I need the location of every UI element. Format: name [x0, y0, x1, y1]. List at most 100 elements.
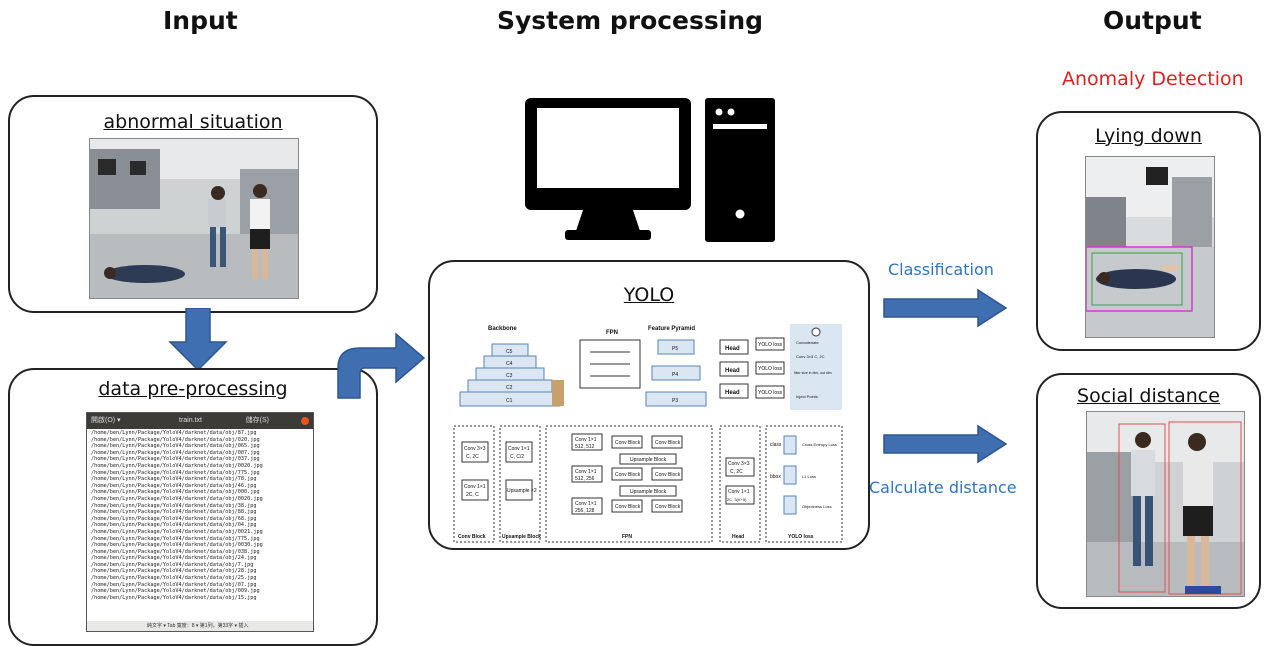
feature-pyramid-title: Feature Pyramid — [648, 326, 695, 332]
output-header: Output — [1103, 6, 1202, 35]
terminal-title: train.txt — [179, 417, 202, 424]
system-header: System processing — [497, 6, 764, 35]
terminal-line: /home/ben/Lynn/Package/YoloV4/darknet/da… — [91, 581, 257, 588]
terminal-line: /home/ben/Lynn/Package/YoloV4/darknet/da… — [91, 462, 263, 469]
terminal-line: /home/ben/Lynn/Package/YoloV4/darknet/da… — [91, 548, 260, 555]
terminal-line: /home/ben/Lynn/Package/YoloV4/darknet/da… — [91, 509, 257, 516]
upsample-block-chalf: C, C/2 — [510, 454, 524, 460]
terminal-line: /home/ben/Lynn/Package/YoloV4/darknet/da… — [91, 495, 263, 502]
classification-arrow — [883, 288, 1008, 328]
terminal-titlebar: 開啟(O) ▾ train.txt 儲存(S) — [87, 413, 313, 429]
social-distance-panel: Social distance — [1036, 373, 1261, 609]
head-label-2: Head — [725, 368, 740, 374]
fpn-upsample-2: Upsample Block — [630, 489, 667, 495]
data-preprocessing-label: data pre-processing — [98, 378, 288, 400]
fpn-conv-block-5: Conv Block — [615, 504, 641, 510]
class-label: class — [770, 442, 782, 448]
legend-inject: Inject Points — [796, 394, 818, 399]
head-bottom-title: Head — [732, 534, 744, 540]
terminal-status: 純文字 ▾ Tab 寬度：8 ▾ 第1列，第33字 ▾ 插入 — [87, 621, 313, 631]
bbox-label: bbox — [770, 474, 781, 480]
terminal-line: /home/ben/Lynn/Package/YoloV4/darknet/da… — [91, 456, 260, 463]
abnormal-situation-photo — [89, 138, 299, 299]
terminal-line: /home/ben/Lynn/Package/YoloV4/darknet/da… — [91, 542, 263, 549]
yolo-panel: YOLO Backbone C1 C2 C3 C4 C5 FPN — [428, 260, 870, 550]
terminal-line: /home/ben/Lynn/Package/YoloV4/darknet/da… — [91, 528, 263, 535]
terminal-lines: /home/ben/Lynn/Package/YoloV4/darknet/da… — [87, 429, 313, 602]
abnormal-situation-label: abnormal situation — [103, 111, 283, 133]
fpn-conv-block-2: Conv Block — [655, 440, 681, 446]
head-conv11-dims: 2C, 3(K+5) — [727, 497, 747, 502]
c-label-2: C2 — [506, 385, 513, 391]
legend-filter: filter size in dim, out dim — [794, 371, 832, 375]
yolo-loss-label-1: YOLO loss — [758, 342, 783, 348]
terminal-line: /home/ben/Lynn/Package/YoloV4/darknet/da… — [91, 489, 260, 496]
conv-block-c2c: C, 2C — [466, 454, 479, 460]
terminal-line: /home/ben/Lynn/Package/YoloV4/darknet/da… — [91, 515, 257, 522]
c-label-1: C1 — [506, 398, 513, 404]
terminal-line: /home/ben/Lynn/Package/YoloV4/darknet/da… — [91, 588, 260, 595]
terminal-line: /home/ben/Lynn/Package/YoloV4/darknet/da… — [91, 575, 257, 582]
classification-label: Classification — [888, 260, 994, 279]
loss-cross-entropy: Cross Entropy Loss — [802, 442, 837, 447]
terminal-line: /home/ben/Lynn/Package/YoloV4/darknet/da… — [91, 476, 257, 483]
fpn-row-2-conv: Conv 1×1 — [575, 469, 597, 475]
terminal-line: /home/ben/Lynn/Package/YoloV4/darknet/da… — [91, 555, 257, 562]
conv-block-2cc: 2C, C — [466, 492, 479, 498]
save-button[interactable]: 儲存(S) — [245, 417, 269, 424]
curved-arrow — [337, 332, 426, 399]
fpn-upsample-1: Upsample Block — [630, 457, 667, 463]
head-label-1: Head — [725, 346, 740, 352]
head-label-3: Head — [725, 390, 740, 396]
abnormal-situation-panel: abnormal situation — [8, 95, 378, 313]
c-label-3: C3 — [506, 373, 513, 379]
computer-icon — [525, 98, 775, 242]
open-button[interactable]: 開啟(O) ▾ — [91, 417, 121, 424]
p-label-3: P3 — [672, 398, 678, 404]
terminal-line: /home/ben/Lynn/Package/YoloV4/darknet/da… — [91, 568, 257, 575]
yolo-loss-label-3: YOLO loss — [758, 390, 783, 396]
fpn-row-2-dims: 512, 256 — [575, 476, 595, 482]
yolo-architecture-diagram: Backbone C1 C2 C3 C4 C5 FPN Feature Pyra… — [453, 324, 843, 543]
train-txt-window: 開啟(O) ▾ train.txt 儲存(S) /home/ben/Lynn/P… — [86, 412, 314, 632]
lying-down-panel: Lying down — [1036, 111, 1261, 351]
terminal-line: /home/ben/Lynn/Package/YoloV4/darknet/da… — [91, 482, 257, 489]
head-conv11: Conv 1×1 — [728, 489, 750, 495]
fpn-conv-block-1: Conv Block — [615, 440, 641, 446]
terminal-line: /home/ben/Lynn/Package/YoloV4/darknet/da… — [91, 436, 260, 443]
conv-block-title: Conv Block — [458, 534, 486, 540]
anomaly-detection-title: Anomaly Detection — [1062, 68, 1244, 90]
close-icon[interactable] — [301, 417, 309, 425]
input-header: Input — [163, 6, 238, 35]
upsample-block-upsample: Upsample ×2 — [507, 488, 537, 494]
data-preprocessing-panel: data pre-processing 開啟(O) ▾ train.txt 儲存… — [8, 368, 378, 646]
social-distance-label: Social distance — [1077, 385, 1220, 407]
upsample-block-title: Upsample Block — [502, 534, 541, 540]
fpn-row-1-conv: Conv 1×1 — [575, 437, 597, 443]
terminal-line: /home/ben/Lynn/Package/YoloV4/darknet/da… — [91, 502, 257, 509]
conv-block-conv33: Conv 3×3 — [464, 446, 486, 452]
down-arrow — [168, 308, 228, 372]
terminal-line: /home/ben/Lynn/Package/YoloV4/darknet/da… — [91, 561, 254, 568]
loss-l1: L1 Loss — [802, 474, 816, 479]
terminal-line: /home/ben/Lynn/Package/YoloV4/darknet/da… — [91, 449, 260, 456]
upsample-block-conv11: Conv 1×1 — [508, 446, 530, 452]
social-distance-photo — [1086, 411, 1245, 597]
legend-conv: Conv 3×3 C, 2C — [796, 354, 825, 359]
calculate-distance-label: Calculate distance — [869, 478, 1017, 497]
distance-arrow — [883, 424, 1008, 464]
fpn-row-3-dims: 256, 128 — [575, 508, 595, 514]
fpn-conv-block-4: Conv Block — [655, 472, 681, 478]
c-label-4: C4 — [506, 361, 513, 367]
fpn-bottom-title: FPN — [622, 534, 632, 540]
backbone-title: Backbone — [488, 326, 517, 332]
yolo-loss-bottom-title: YOLO loss — [788, 534, 814, 540]
terminal-line: /home/ben/Lynn/Package/YoloV4/darknet/da… — [91, 594, 257, 601]
terminal-line: /home/ben/Lynn/Package/YoloV4/darknet/da… — [91, 443, 260, 450]
lying-down-photo — [1085, 156, 1215, 338]
fpn-conv-block-6: Conv Block — [655, 504, 681, 510]
terminal-line: /home/ben/Lynn/Package/YoloV4/darknet/da… — [91, 535, 260, 542]
loss-objectness: Objectness Loss — [802, 504, 832, 509]
yolo-loss-label-2: YOLO loss — [758, 366, 783, 372]
terminal-line: /home/ben/Lynn/Package/YoloV4/darknet/da… — [91, 430, 257, 436]
